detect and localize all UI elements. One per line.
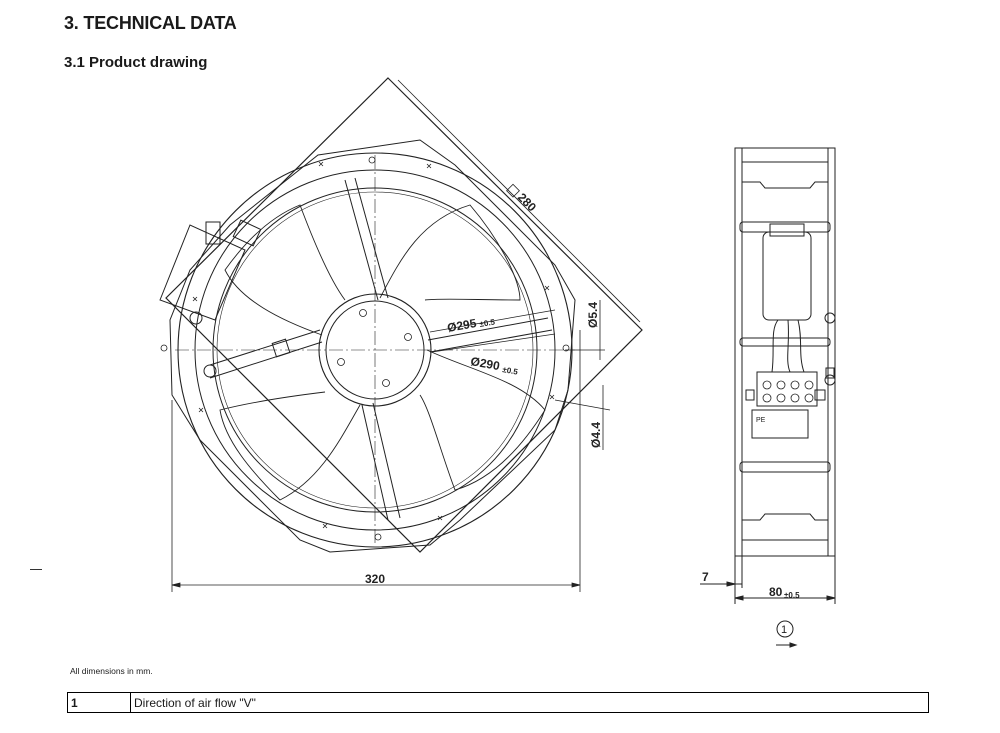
dim-280: 280 <box>515 190 539 214</box>
dim-7: 7 <box>702 570 709 584</box>
dimension-lines <box>171 79 641 592</box>
margin-mark <box>30 569 42 570</box>
terminal-strip <box>756 371 818 407</box>
dim-5-4: Ø5.4 <box>586 302 600 328</box>
legend-table: 1 Direction of air flow "V" <box>67 692 929 713</box>
dimensions-note: All dimensions in mm. <box>70 666 153 676</box>
dim-80-tol: ±0.5 <box>784 591 800 600</box>
label-plate <box>751 409 809 439</box>
dim-80: 80 <box>769 585 783 599</box>
dim-320: 320 <box>365 572 385 586</box>
airflow-marker-circle <box>776 620 794 638</box>
pe-label: PE <box>756 417 766 424</box>
dim-dia295: Ø295 <box>446 316 478 335</box>
side-frame <box>734 147 836 557</box>
side-view <box>700 147 836 648</box>
legend-text: Direction of air flow "V" <box>130 692 929 713</box>
dim-dia290: Ø290 <box>469 354 501 373</box>
legend-row: 1 Direction of air flow "V" <box>67 692 929 713</box>
dim-dia295-tol: ±0.5 <box>479 317 496 329</box>
mounting-screws <box>160 156 570 541</box>
legend-number: 1 <box>67 692 131 713</box>
housing-outline <box>165 77 643 553</box>
front-view <box>159 77 643 592</box>
section-subtitle: 3.1 Product drawing <box>64 54 208 71</box>
airflow-marker-number: 1 <box>781 624 787 636</box>
terminal-box <box>159 219 262 325</box>
housing-plate <box>169 139 576 553</box>
section-title: 3. TECHNICAL DATA <box>64 13 237 33</box>
center-lines <box>175 155 575 545</box>
motor-body <box>762 231 812 321</box>
dim-dia290-tol: ±0.5 <box>502 365 519 377</box>
fan-blades <box>219 204 546 501</box>
dim-4-4: Ø4.4 <box>589 422 603 448</box>
struts <box>203 177 553 521</box>
